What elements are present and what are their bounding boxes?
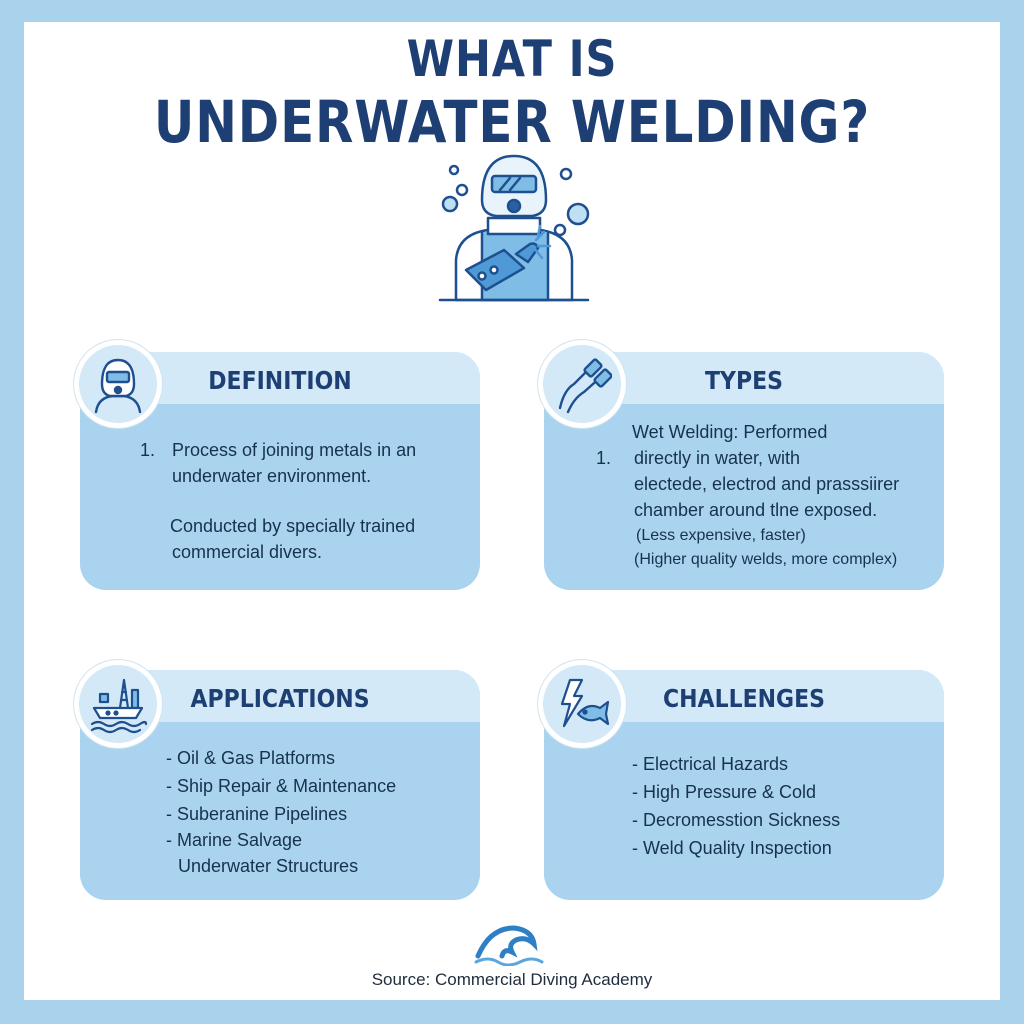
types-card-body: Wet Welding: Performed 1. directly in wa… <box>544 404 944 590</box>
challenges-heading: CHALLENGES <box>662 684 826 713</box>
challenges-card-body: - Electrical Hazards - High Pressure & C… <box>544 722 944 900</box>
welding-torch-icon <box>558 358 612 414</box>
applications-item-3: - Suberanine Pipelines <box>166 804 348 824</box>
definition-line-4: commercial divers. <box>172 542 323 562</box>
applications-item-2: - Ship Repair & Maintenance <box>166 776 397 796</box>
definition-line-3: Conducted by specially trained <box>170 516 416 536</box>
applications-item-5: Underwater Structures <box>178 856 359 876</box>
types-badge <box>538 340 626 428</box>
types-card: TYPES Wet Welding: Performed 1. directly… <box>544 352 944 590</box>
definition-number: 1. <box>140 440 156 460</box>
definition-line-2: underwater environment. <box>172 466 372 486</box>
types-line-6: (Higher quality welds, more complex) <box>634 551 898 568</box>
definition-badge <box>74 340 162 428</box>
page-title-line2: UNDERWATER WELDING? <box>153 88 871 156</box>
applications-heading: APPLICATIONS <box>190 684 370 713</box>
types-line-5: (Less expensive, faster) <box>636 527 806 544</box>
types-line-3: electede, electrod and prasssiirer <box>634 474 900 494</box>
definition-card-body: 1. Process of joining metals in an under… <box>80 404 480 590</box>
challenges-card: CHALLENGES - Electrical Hazards - High P… <box>544 670 944 900</box>
types-line-1: Wet Welding: Performed <box>632 422 828 442</box>
diver-helmet-icon <box>94 358 142 414</box>
types-heading: TYPES <box>705 366 783 395</box>
applications-badge <box>74 660 162 748</box>
wave-icon <box>474 925 544 966</box>
types-line-4: chamber around tlne exposed. <box>634 500 878 520</box>
challenges-item-2: - High Pressure & Cold <box>632 782 817 802</box>
lightning-fish-icon <box>560 678 610 728</box>
definition-heading: DEFINITION <box>208 366 352 395</box>
challenges-item-4: - Weld Quality Inspection <box>632 838 832 858</box>
challenges-badge <box>538 660 626 748</box>
applications-item-4: - Marine Salvage <box>166 830 303 850</box>
types-number: 1. <box>596 448 612 468</box>
definition-line-1: Process of joining metals in an <box>172 440 417 460</box>
page-title-line1: WHAT IS <box>406 30 618 88</box>
source-credit: Source: Commercial Diving Academy <box>371 970 653 989</box>
challenges-item-1: - Electrical Hazards <box>632 754 789 774</box>
challenges-item-3: - Decromesstion Sickness <box>632 810 841 830</box>
ship-oil-rig-icon <box>90 678 148 734</box>
types-line-2: directly in water, with <box>634 448 801 468</box>
diver-welding-icon <box>438 154 590 302</box>
applications-item-1: - Oil & Gas Platforms <box>166 748 336 768</box>
applications-card-body: - Oil & Gas Platforms - Ship Repair & Ma… <box>80 722 480 900</box>
